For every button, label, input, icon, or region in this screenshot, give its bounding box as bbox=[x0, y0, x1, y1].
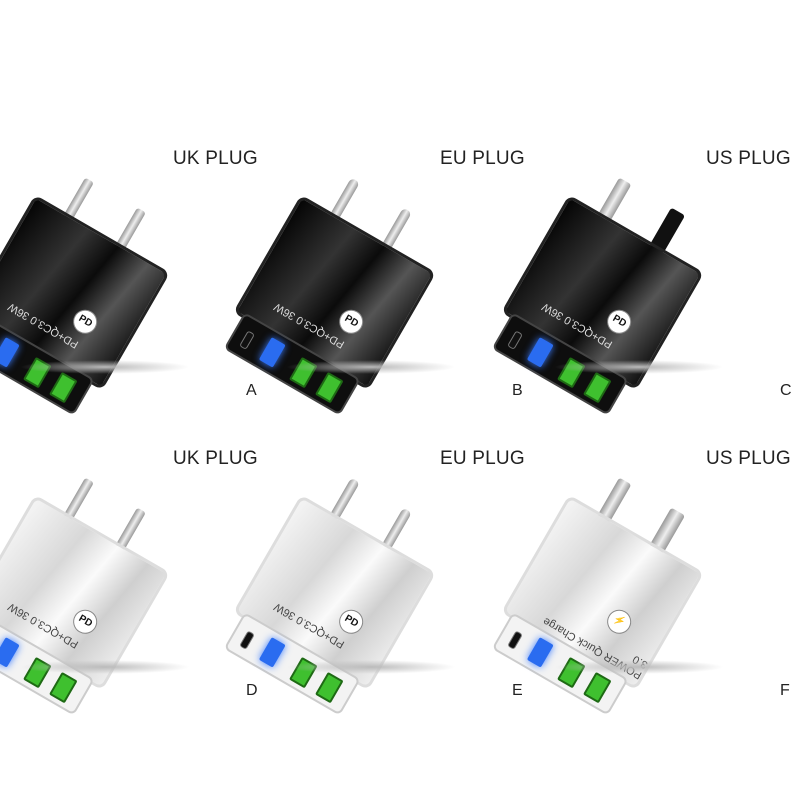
qc-display-icon bbox=[258, 637, 286, 668]
usb-c-port-icon bbox=[239, 330, 255, 350]
product-cell-e: EU PLUG PD PD+QC3.0 36W E bbox=[223, 430, 532, 730]
qc-display-icon bbox=[258, 337, 286, 368]
pd-badge: PD bbox=[68, 605, 102, 639]
plug-type-label: US PLUG bbox=[706, 448, 791, 469]
qc-display-icon bbox=[0, 337, 20, 368]
shadow bbox=[20, 660, 190, 674]
variant-letter: D bbox=[246, 682, 258, 699]
shadow bbox=[554, 660, 724, 674]
plug-type-label: UK PLUG bbox=[173, 148, 258, 169]
shadow bbox=[554, 360, 724, 374]
pd-badge: PD bbox=[334, 305, 368, 339]
usb-c-port-icon bbox=[507, 330, 523, 350]
usb-c-port-icon bbox=[507, 630, 523, 650]
plug-type-label: EU PLUG bbox=[440, 148, 525, 169]
plug-type-label: US PLUG bbox=[706, 148, 791, 169]
usb-port-icon bbox=[314, 671, 344, 704]
usb-c-port-icon bbox=[239, 630, 255, 650]
variant-letter: B bbox=[512, 382, 523, 399]
plug-type-label: UK PLUG bbox=[173, 448, 258, 469]
pd-badge: PD bbox=[68, 305, 102, 339]
usb-port-icon bbox=[582, 371, 612, 404]
plug-type-label: EU PLUG bbox=[440, 448, 525, 469]
pd-badge: PD bbox=[334, 605, 368, 639]
variant-letter: E bbox=[512, 682, 523, 699]
product-cell-f: US PLUG ⚡ POWER Quick Charge 3.0 F bbox=[491, 430, 800, 730]
usb-port-icon bbox=[48, 371, 78, 404]
product-cell-c: US PLUG PD PD+QC3.0 36W C bbox=[491, 130, 800, 430]
usb-port-icon bbox=[582, 671, 612, 704]
qc-display-icon bbox=[526, 337, 554, 368]
usb-port-icon bbox=[48, 671, 78, 704]
qc-display-icon bbox=[526, 637, 554, 668]
product-cell-d: UK PLUG PD PD+QC3.0 36W D bbox=[0, 430, 266, 730]
pd-badge: PD bbox=[602, 305, 636, 339]
lightning-badge-icon: ⚡ bbox=[602, 605, 636, 639]
product-cell-b: EU PLUG PD PD+QC3.0 36W B bbox=[223, 130, 532, 430]
usb-port-icon bbox=[314, 371, 344, 404]
shadow bbox=[286, 660, 456, 674]
product-cell-a: UK PLUG PD PD+QC3.0 36W A bbox=[0, 130, 266, 430]
shadow bbox=[286, 360, 456, 374]
qc-display-icon bbox=[0, 637, 20, 668]
shadow bbox=[20, 360, 190, 374]
variant-letter: C bbox=[780, 382, 792, 399]
variant-letter: A bbox=[246, 382, 257, 399]
variant-letter: F bbox=[780, 682, 790, 699]
